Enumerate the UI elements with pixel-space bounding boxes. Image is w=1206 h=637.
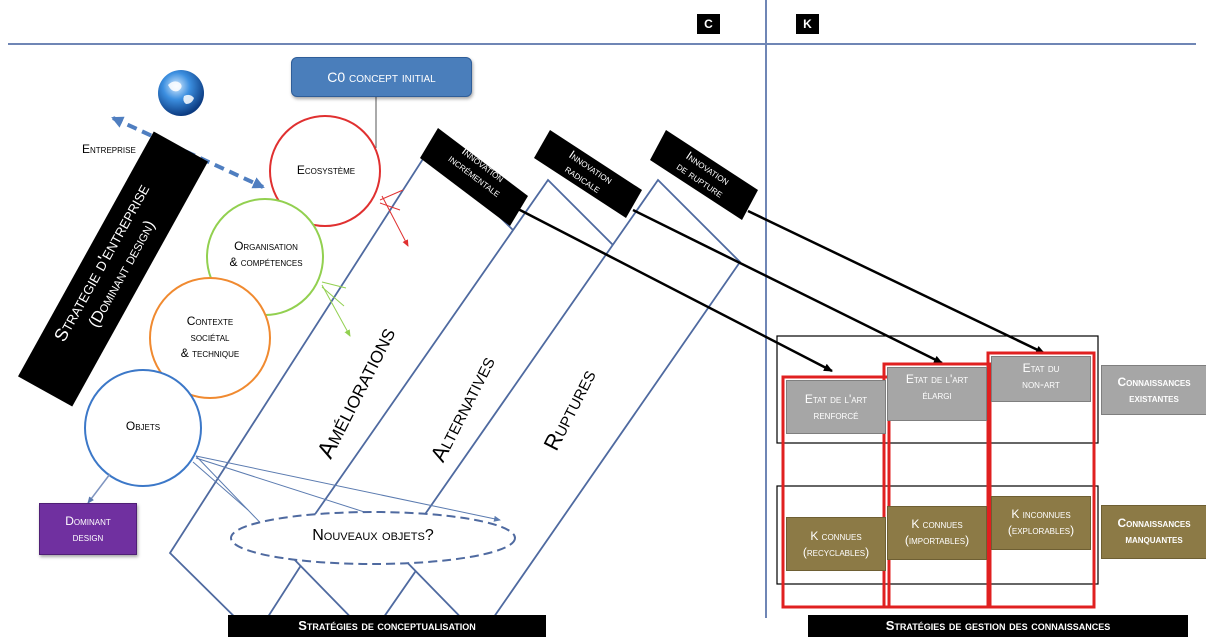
organisation-label: Organisation & compétences xyxy=(211,238,321,270)
dominant-design-box: Dominant design xyxy=(39,503,137,555)
etat-art-renforce-box: Etat de l'art renforcé xyxy=(786,380,886,434)
etat-non-art-box: Etat du non-art xyxy=(991,356,1091,402)
contexte-line-3: & technique xyxy=(180,346,240,360)
column-c-tag: C xyxy=(697,14,720,34)
connaissances-manquantes-box: Connaissances manquantes xyxy=(1101,505,1206,559)
dominant-line-1: Dominant xyxy=(65,514,111,528)
renforce-line-1: Etat de l'art xyxy=(804,392,868,406)
contexte-line-1: Contexte xyxy=(186,314,234,328)
nonart-line-2: non-art xyxy=(1022,377,1060,391)
existantes-line-2: existantes xyxy=(1129,391,1179,405)
k-inconnues-explorables-box: K inconnues (explorables) xyxy=(991,496,1091,550)
explorables-line-2: (explorables) xyxy=(1007,523,1075,537)
existantes-line-1: Connaissances xyxy=(1117,375,1191,389)
recyclables-line-2: (recyclables) xyxy=(802,545,870,559)
footer-gestion-connaissances: Stratégies de gestion des connaissances xyxy=(808,615,1188,637)
recyclables-line-1: K connues xyxy=(810,529,862,543)
arrow-radicale-elargi xyxy=(632,208,943,365)
k-connues-recyclables-box: K connues (recyclables) xyxy=(786,517,886,571)
innovation-radicale-box xyxy=(534,130,642,218)
globe-icon xyxy=(158,70,204,116)
dominant-line-2: design xyxy=(72,530,104,544)
objets-circle xyxy=(84,369,202,487)
nonart-line-1: Etat du xyxy=(1022,361,1060,375)
connaissances-existantes-box: Connaissances existantes xyxy=(1101,365,1206,415)
footer-conceptualisation: Stratégies de conceptualisation xyxy=(228,615,546,637)
nouveaux-objets-label: Nouveaux objets? xyxy=(312,527,434,544)
manquantes-line-2: manquantes xyxy=(1125,532,1183,546)
elargi-line-1: Etat de l'art xyxy=(905,372,969,386)
explorables-line-1: K inconnues xyxy=(1011,507,1071,521)
existing-knowledge-frame xyxy=(776,335,1099,444)
innovation-rupture-box xyxy=(650,130,758,220)
importables-line-1: K connues xyxy=(911,517,963,531)
missing-knowledge-frame xyxy=(776,485,1099,585)
k-connues-importables-box: K connues (importables) xyxy=(887,506,987,560)
etat-art-elargi-box: Etat de l'art élargi xyxy=(887,367,987,421)
contexte-label: Contexte sociétal & technique xyxy=(158,313,262,361)
column-k-tag: K xyxy=(796,14,819,34)
ecosysteme-label: Ecosystème xyxy=(296,163,356,177)
importables-line-2: (importables) xyxy=(904,533,970,547)
manquantes-line-1: Connaissances xyxy=(1117,516,1191,530)
organisation-line-2: & compétences xyxy=(229,255,303,269)
objets-label: Objets xyxy=(125,419,161,433)
contexte-line-2: sociétal xyxy=(190,330,230,344)
renforce-line-2: renforcé xyxy=(813,408,859,422)
concept-initial-label: C0 concept initial xyxy=(327,69,436,85)
red-frame-renforce xyxy=(781,375,891,609)
red-frame-elargi xyxy=(882,362,992,609)
ecosysteme-circle xyxy=(269,115,381,227)
organisation-line-1: Organisation xyxy=(234,239,298,253)
contexte-circle xyxy=(149,277,271,399)
innovation-incrementale-box xyxy=(420,128,528,226)
concept-initial-box: C0 concept initial xyxy=(291,57,472,97)
objets-dominant-arrow xyxy=(87,473,111,504)
nouveaux-objets-ellipse xyxy=(230,511,516,565)
arrow-rupture-nonart xyxy=(747,209,1045,355)
red-frame-nonart xyxy=(986,351,1096,609)
entreprise-label: Entreprise xyxy=(82,142,136,156)
arrow-incrementale-renforce xyxy=(517,207,833,373)
elargi-line-2: élargi xyxy=(922,388,952,402)
